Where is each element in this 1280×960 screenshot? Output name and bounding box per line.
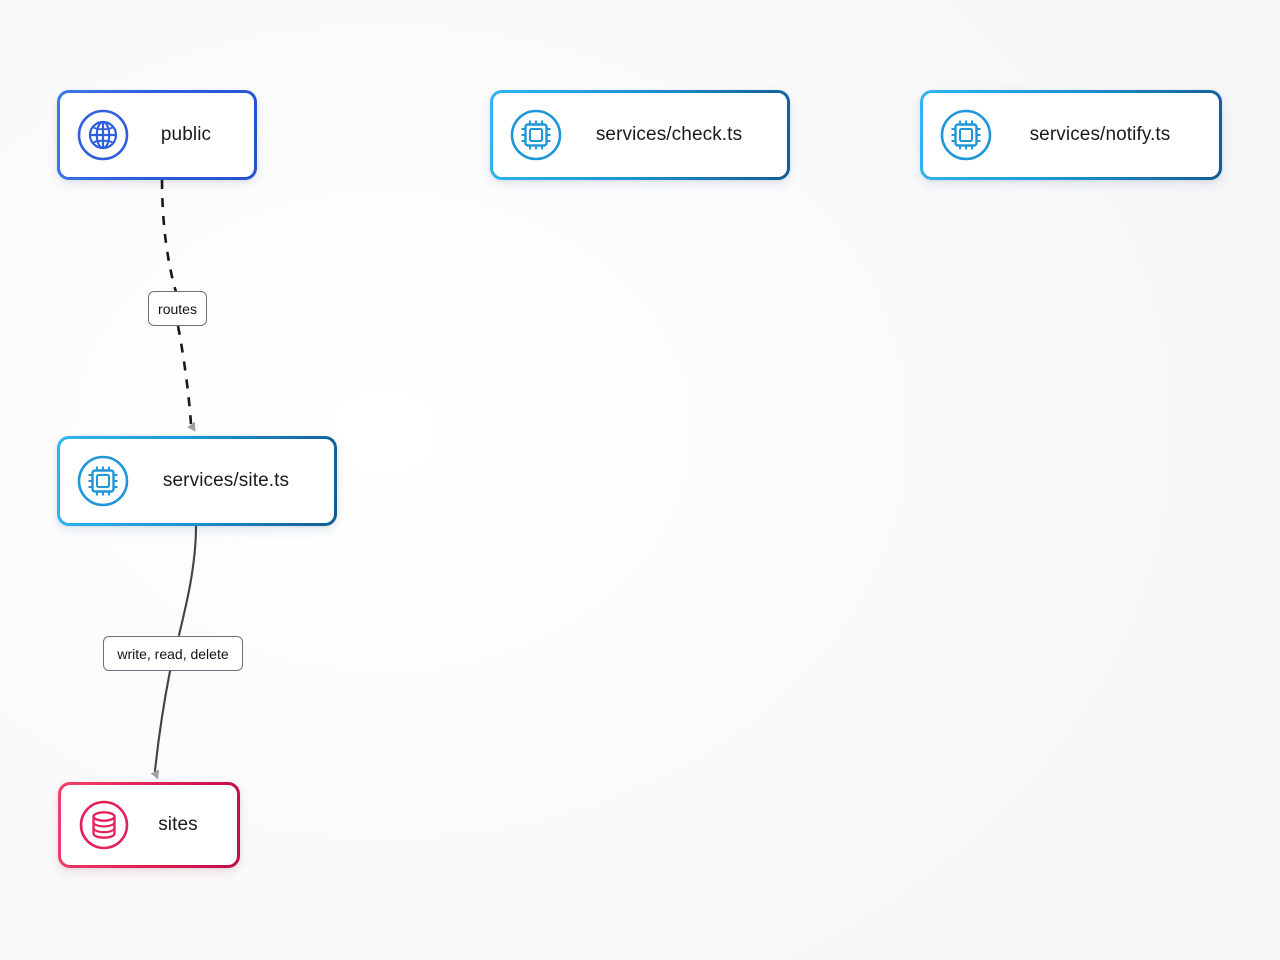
node-services-site[interactable]: services/site.ts [57, 436, 337, 526]
node-public[interactable]: public [57, 90, 257, 180]
node-services-check-body: services/check.ts [493, 93, 787, 177]
globe-icon [74, 106, 132, 164]
edge-label-routes[interactable]: routes [148, 291, 207, 326]
node-services-notify[interactable]: services/notify.ts [920, 90, 1222, 180]
node-sites[interactable]: sites [58, 782, 240, 868]
node-services-notify-label: services/notify.ts [1029, 124, 1171, 145]
edge-write-read-delete-path-lower [150, 669, 172, 780]
chip-icon [937, 106, 995, 164]
node-services-notify-body: services/notify.ts [923, 93, 1219, 177]
edge-label-write-read-delete[interactable]: write, read, delete [103, 636, 243, 671]
node-services-site-label: services/site.ts [162, 470, 290, 491]
edge-routes-path-lower [176, 325, 196, 432]
node-public-body: public [60, 93, 254, 177]
database-icon [75, 796, 133, 854]
node-sites-label: sites [158, 814, 198, 835]
edge-routes-path-upper [160, 179, 178, 293]
chip-icon [74, 452, 132, 510]
edge-write-read-delete-path-upper [177, 524, 198, 637]
node-services-site-body: services/site.ts [60, 439, 334, 523]
node-services-check[interactable]: services/check.ts [490, 90, 790, 180]
node-sites-body: sites [61, 785, 237, 865]
chip-icon [507, 106, 565, 164]
node-public-label: public [160, 124, 212, 145]
node-services-check-label: services/check.ts [595, 124, 743, 145]
